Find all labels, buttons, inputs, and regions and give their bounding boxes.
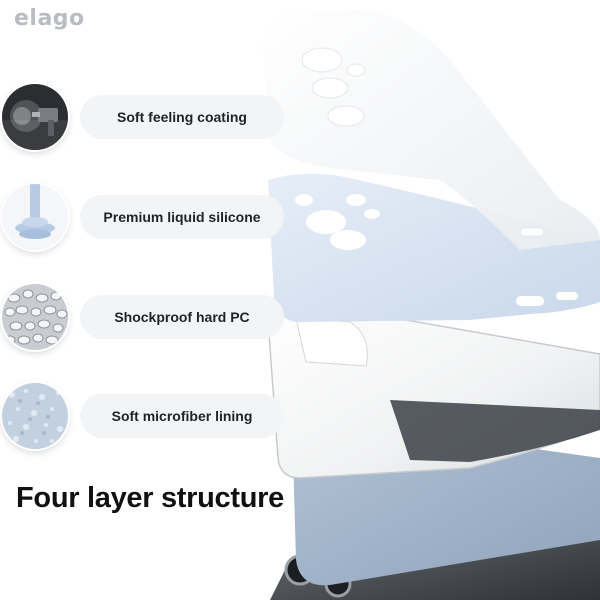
brand-logo: elago (14, 6, 85, 31)
hard-pc-layer (267, 299, 600, 479)
microfiber-layer (292, 416, 600, 586)
phone-layer (270, 520, 600, 600)
feature-microfiber: Soft microfiber lining (0, 383, 290, 463)
coating-layer (262, 10, 600, 250)
microfiber-icon (2, 383, 68, 449)
feature-label: Soft feeling coating (80, 95, 284, 139)
headline: Four layer structure (16, 482, 284, 514)
feature-hard-pc: Shockproof hard PC (0, 284, 290, 364)
feature-label: Shockproof hard PC (80, 295, 284, 339)
feature-soft-coating: Soft feeling coating (0, 84, 290, 164)
feature-label: Premium liquid silicone (80, 195, 284, 239)
spray-coating-icon (2, 84, 68, 150)
liquid-silicone-icon (2, 184, 68, 250)
feature-label: Soft microfiber lining (80, 394, 284, 438)
silicone-layer (268, 173, 600, 322)
pc-pellets-icon (2, 284, 68, 350)
feature-liquid-silicone: Premium liquid silicone (0, 184, 290, 264)
